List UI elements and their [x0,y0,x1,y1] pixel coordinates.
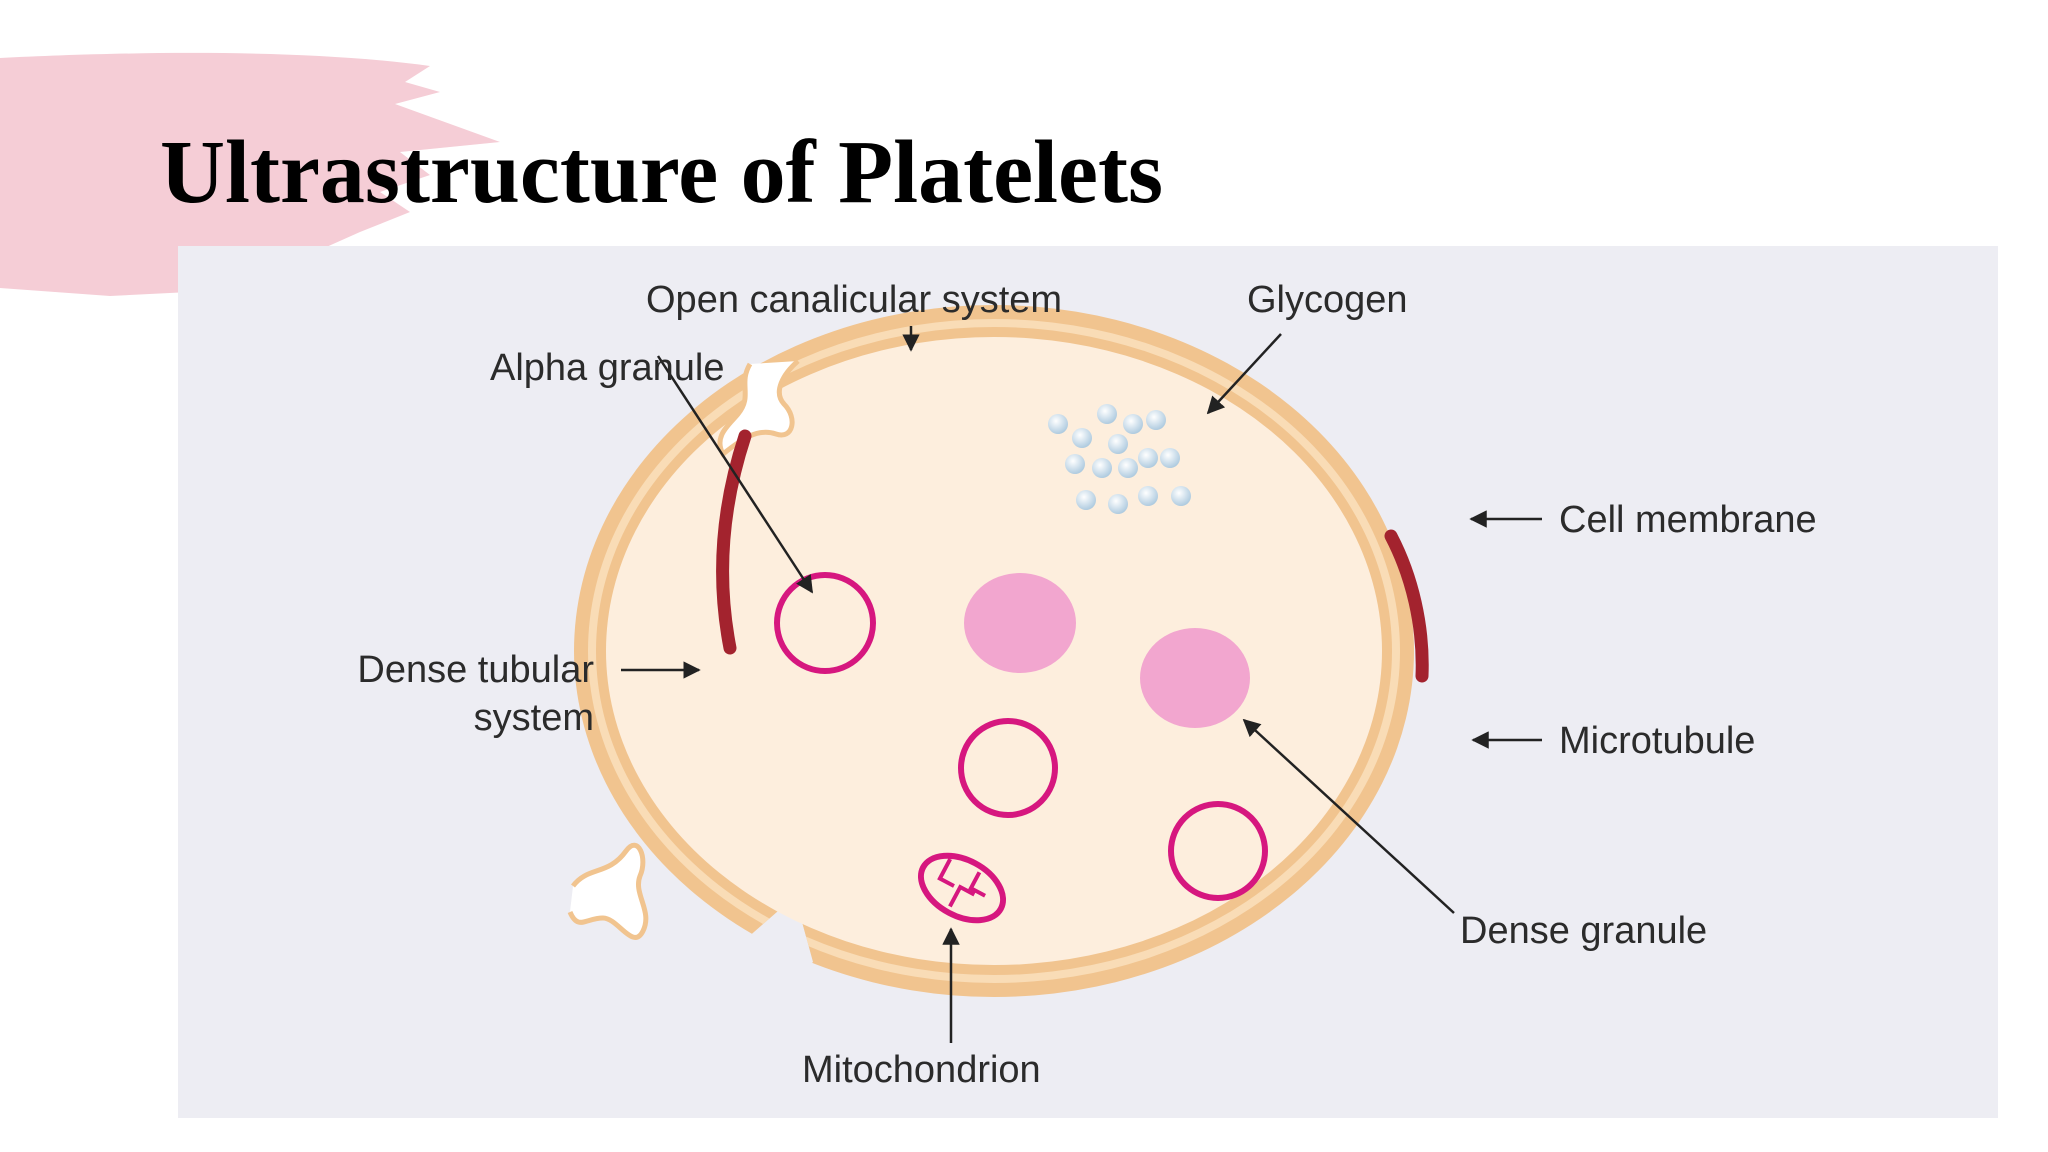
open-canalicular-invagination-bottom [567,842,649,940]
alpha-granule [774,572,876,674]
label-glycogen: Glycogen [1247,279,1408,321]
label-dense-granule: Dense granule [1460,910,1707,952]
mitochondrion [917,852,1007,924]
label-microtubule: Microtubule [1559,720,1755,762]
alpha-granule [958,718,1058,818]
glycogen-particles [1048,404,1191,514]
platelet-diagram: Open canalicular system Glycogen Alpha g… [178,246,1998,1118]
dense-granule [1140,628,1250,728]
label-open-canalicular-system: Open canalicular system [646,279,1062,321]
label-dense-tubular-system-line1: Dense tubular [357,649,594,691]
dense-tubular-system-right [1384,529,1429,683]
dense-granule [964,573,1076,673]
dense-granule-arrow [1242,718,1455,914]
label-dense-tubular-system-line2: system [474,697,594,739]
label-alpha-granule: Alpha granule [490,347,725,389]
alpha-granule-arrow [656,355,814,594]
slide-title: Ultrastructure of Platelets [160,123,1163,222]
pink-brush-stroke-decoration [0,52,500,296]
dense-tubular-system-left [716,429,752,655]
label-cell-membrane: Cell membrane [1559,499,1817,541]
alpha-granule [1168,801,1268,901]
platelet-diagram-canvas: Open canalicular system Glycogen Alpha g… [357,279,1817,1091]
label-mitochondrion: Mitochondrion [802,1049,1041,1091]
glycogen-arrow [1206,333,1282,415]
